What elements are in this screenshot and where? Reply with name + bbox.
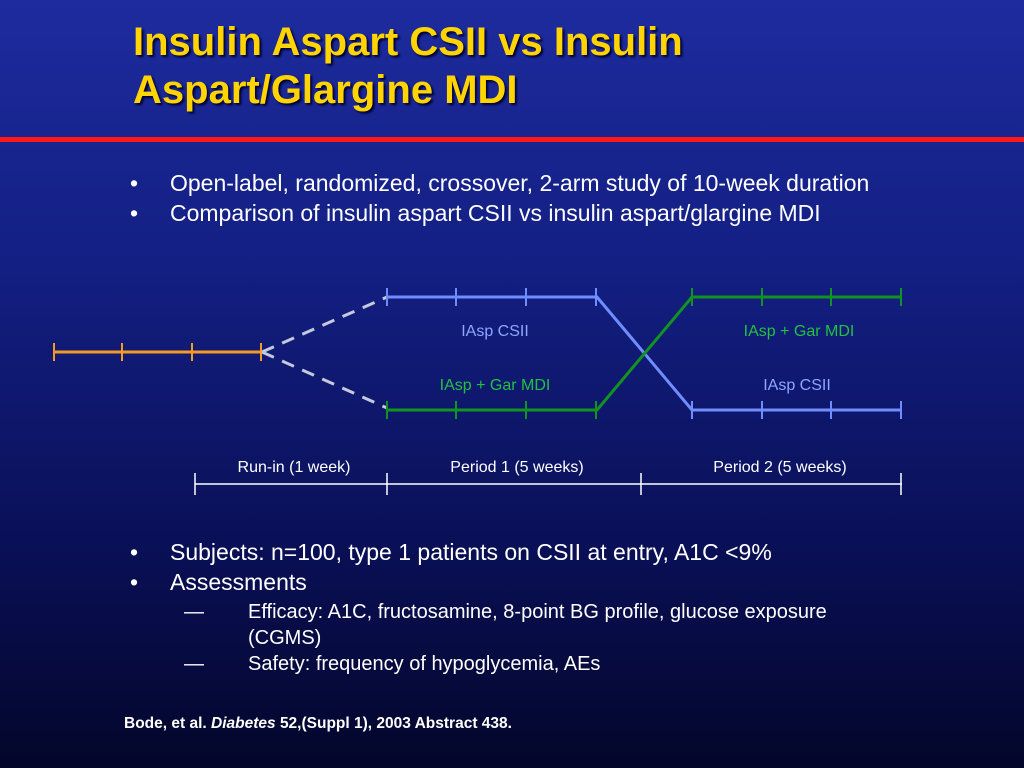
label-period2-lower: IAsp CSII [763,377,831,394]
timeline-ticks [194,473,902,495]
timeline-label-period2: Period 2 (5 weeks) [713,459,846,476]
citation-details: 52,(Suppl 1), 2003 Abstract 438. [279,715,512,732]
mdi-arm-ticks [386,288,902,419]
top-bullet-list: Open-label, randomized, crossover, 2-arm… [130,168,990,228]
citation-authors: Bode, et al. [124,715,207,732]
sub-bullet-safety: Safety: frequency of hypoglycemia, AEs [184,651,882,677]
bullet-comparison: Comparison of insulin aspart CSII vs ins… [130,198,990,228]
sub-bullet-efficacy: Efficacy: A1C, fructosamine, 8-point BG … [184,599,882,651]
bullet-study-design: Open-label, randomized, crossover, 2-arm… [130,168,990,198]
bullet-subjects: Subjects: n=100, type 1 patients on CSII… [130,537,990,567]
slide-title: Insulin Aspart CSII vs Insulin Aspart/Gl… [133,18,993,114]
bottom-bullet-list: Subjects: n=100, type 1 patients on CSII… [130,537,990,597]
title-line-1: Insulin Aspart CSII vs Insulin [133,20,683,64]
citation: Bode, et al. Diabetes 52,(Suppl 1), 2003… [124,715,512,733]
runin-ticks [53,343,262,361]
randomization-branch-upper [261,295,388,354]
label-period1-lower: IAsp + Gar MDI [440,377,551,394]
timeline-label-period1: Period 1 (5 weeks) [450,459,583,476]
assessments-label: Assessments [170,569,307,595]
citation-journal: Diabetes [211,715,276,732]
mdi-arm-line [387,295,901,412]
assessments-sub-list: Efficacy: A1C, fructosamine, 8-point BG … [162,599,882,677]
csii-arm-ticks [386,288,902,419]
label-period1-upper: IAsp CSII [461,323,529,340]
bullet-assessments: Assessments [130,567,990,597]
label-period2-upper: IAsp + Gar MDI [744,323,855,340]
title-divider [0,137,1024,142]
randomization-branch-lower [261,350,388,410]
timeline-label-runin: Run-in (1 week) [238,459,351,476]
title-line-2: Aspart/Glargine MDI [133,68,518,112]
